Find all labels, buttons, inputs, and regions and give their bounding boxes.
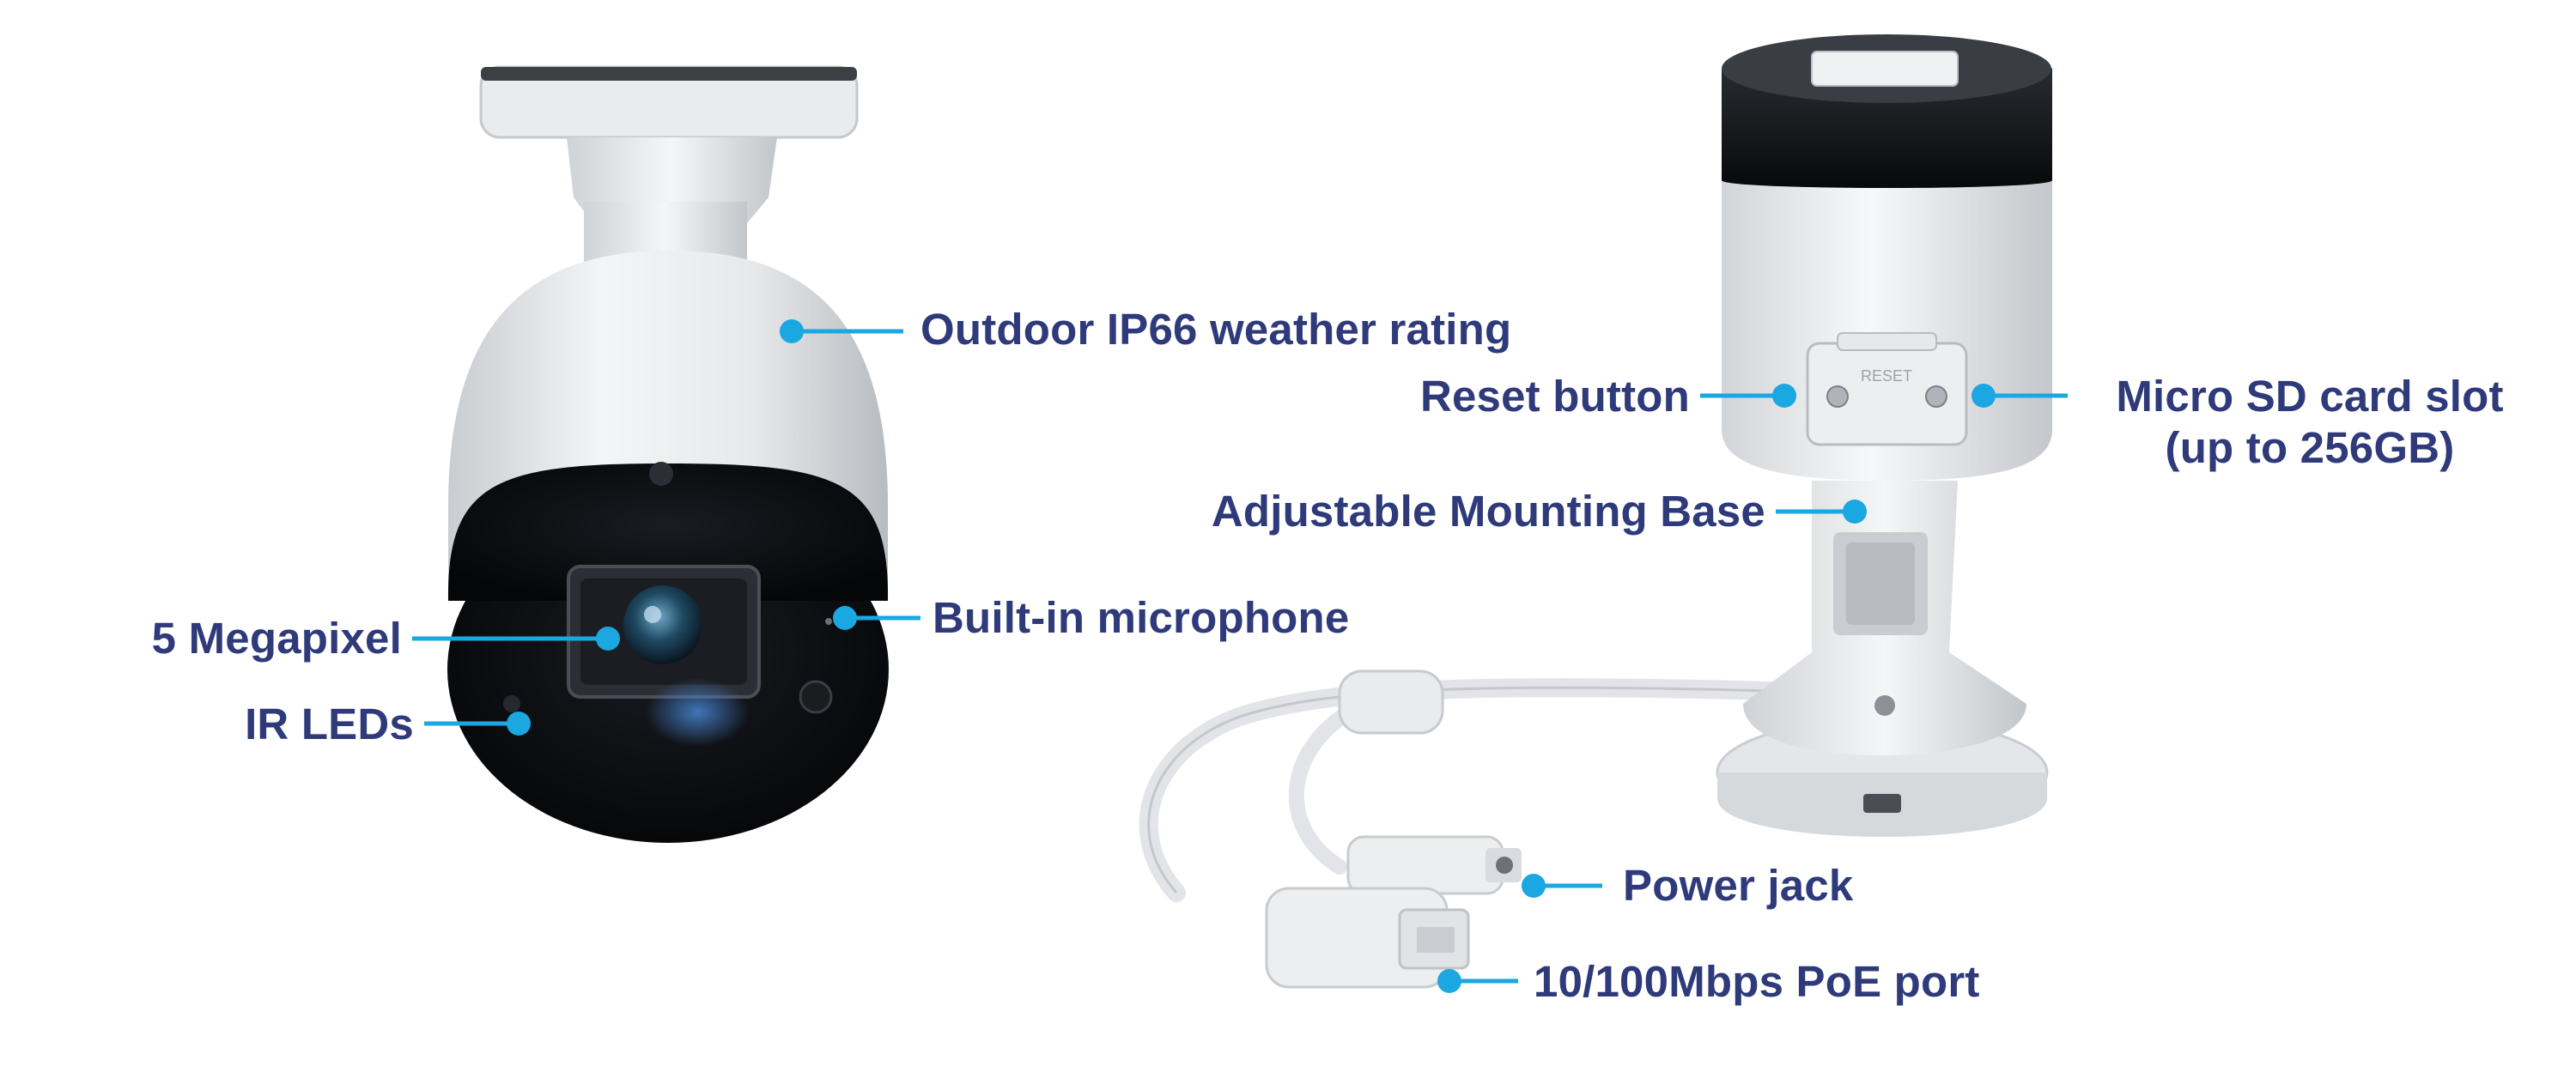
callout-power-jack: Power jack [1623, 861, 1854, 910]
callout-megapixel: 5 Megapixel [151, 614, 402, 663]
power-jack-marker [1522, 874, 1602, 898]
callout-microphone: Built-in microphone [933, 593, 1350, 642]
callout-sd-card-line1: Micro SD card slot [2116, 372, 2504, 421]
poe-port-marker [1437, 969, 1518, 993]
ir-leds-marker [424, 712, 531, 736]
weather-rating-marker [780, 319, 903, 343]
sd-card-marker [1971, 384, 2068, 408]
front-camera [447, 65, 889, 843]
reset-marking: RESET [1861, 367, 1912, 385]
callout-sd-card: Micro SD card slot (up to 256GB) [2069, 371, 2550, 474]
microphone-marker [833, 606, 920, 630]
callout-sd-card-line2: (up to 256GB) [2165, 423, 2455, 472]
reset-button-marker [1700, 384, 1796, 408]
callout-ir-leds: IR LEDs [245, 700, 414, 748]
callout-mounting-base: Adjustable Mounting Base [1211, 487, 1765, 536]
mounting-base-marker [1776, 500, 1867, 524]
callout-poe-port: 10/100Mbps PoE port [1534, 957, 1980, 1006]
callout-reset-button: Reset button [1419, 372, 1690, 421]
rear-camera: RESET [1139, 34, 2052, 989]
callout-markers [412, 319, 2068, 993]
megapixel-marker [412, 627, 620, 651]
callout-weather-rating: Outdoor IP66 weather rating [920, 305, 1512, 354]
